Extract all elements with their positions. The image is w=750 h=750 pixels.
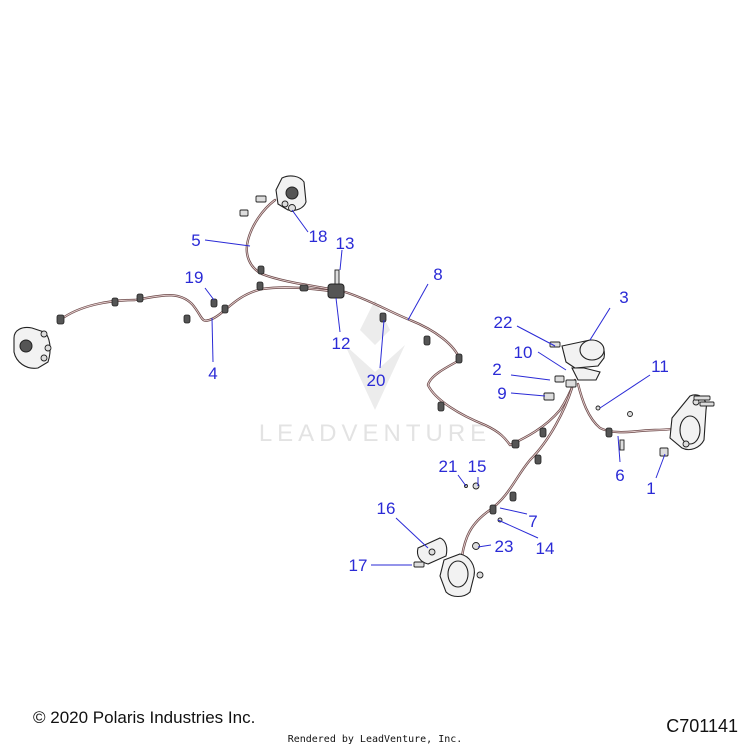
callout-11: 11 <box>651 357 669 376</box>
rear-upper-caliper <box>239 175 307 217</box>
brake-line-front-right-highlight <box>577 383 686 433</box>
brake-line-front-right <box>576 382 687 434</box>
callout-18: 18 <box>309 227 328 246</box>
line-clips <box>56 265 613 515</box>
rendered-by-notice: Rendered by LeadVenture, Inc. <box>287 734 463 745</box>
rear-left-caliper <box>13 326 52 369</box>
watermark-logo <box>345 300 405 410</box>
callouts: 1 2 3 4 5 6 7 8 9 10 11 12 13 14 15 16 1… <box>185 227 669 575</box>
copyright-notice: © 2020 Polaris Industries Inc. <box>33 708 256 727</box>
callout-8: 8 <box>433 265 442 284</box>
watermark-text: LEADVENTURE <box>259 420 491 447</box>
brake-line-front-left-highlight <box>461 387 573 557</box>
callout-6: 6 <box>615 466 624 485</box>
brake-lines <box>58 198 687 558</box>
callout-17: 17 <box>349 556 368 575</box>
callout-14: 14 <box>536 539 555 558</box>
callout-10: 10 <box>514 343 533 362</box>
callout-15: 15 <box>468 457 487 476</box>
callout-2: 2 <box>492 360 501 379</box>
watermark: LEADVENTURE <box>259 300 491 447</box>
callout-16: 16 <box>377 499 396 518</box>
callout-3: 3 <box>619 288 628 307</box>
callout-9: 9 <box>497 384 506 403</box>
leader-lines <box>204 209 666 566</box>
front-left-caliper <box>413 482 503 598</box>
brake-line-rear-left-highlight <box>59 287 341 322</box>
master-cylinder <box>543 339 605 401</box>
callout-1: 1 <box>646 479 655 498</box>
brake-line-upper-highlight <box>246 199 336 291</box>
callout-23: 23 <box>495 537 514 556</box>
drawing-number: C701141 <box>666 716 738 736</box>
callout-12: 12 <box>332 334 351 353</box>
callout-7: 7 <box>528 512 537 531</box>
callout-22: 22 <box>494 313 513 332</box>
callout-4: 4 <box>208 364 217 383</box>
callout-13: 13 <box>336 234 355 253</box>
callout-20: 20 <box>367 371 386 390</box>
front-right-caliper <box>595 394 715 457</box>
junction-block <box>327 269 345 299</box>
callout-21: 21 <box>439 457 458 476</box>
callout-5: 5 <box>191 231 200 250</box>
callout-19: 19 <box>185 268 204 287</box>
